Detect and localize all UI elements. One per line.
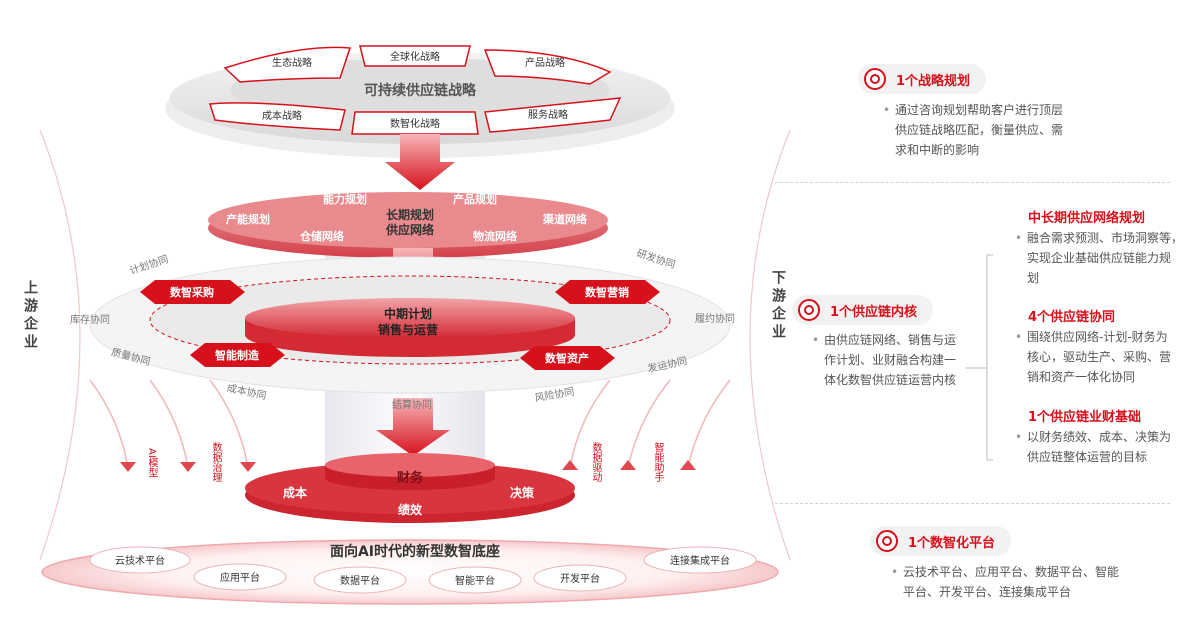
- network-label-capacity: 能力规划: [323, 192, 367, 206]
- finance-cost: 成本: [283, 485, 307, 500]
- legend-sub-2-title: 4个供应链协同: [1028, 310, 1116, 325]
- stream-data-governance: 数据治理: [210, 442, 221, 482]
- legend-strategy-label: 1个战略规划: [896, 73, 971, 89]
- downstream-label: 下游企业: [770, 270, 786, 342]
- legend-separator-1: [775, 182, 1170, 183]
- finance-connector: 结算协同: [392, 398, 432, 411]
- legend-platform-desc: 云技术平台、应用平台、数据平台、智能 平台、开发平台、连接集成平台: [891, 562, 1163, 602]
- core-center-line1: 中期计划: [384, 306, 432, 321]
- platform-ai: 智能平台: [455, 574, 495, 587]
- target-icon: [876, 530, 898, 552]
- strategy-tile-eco: 生态战略: [272, 56, 312, 69]
- ring-plan: 计划协同: [128, 252, 170, 277]
- strategy-title: 可持续供应链战略: [364, 82, 477, 99]
- network-center-line2: 供应网络: [385, 222, 434, 237]
- badge-marketing: 数智营销: [585, 285, 629, 299]
- legend-sub-1-desc: 融合需求预测、市场洞察等， 实现企业基础供应链能力规 划: [1015, 228, 1192, 288]
- legend-core-pill: 1个供应链内核: [792, 295, 934, 325]
- network-label-product: 产品规划: [453, 192, 497, 206]
- stream-smart-assistant: 智能助手: [652, 442, 663, 482]
- legend-platform-pill: 1个数智化平台: [870, 526, 1012, 556]
- network-label-logistics: 物流网络: [473, 229, 517, 243]
- finance-top: 财务: [397, 470, 424, 486]
- legend-separator-2: [775, 503, 1170, 504]
- legend-core-desc: 由供应链网络、销售与运 作计划、业财融合构建一 体化数智供应链运营内核: [812, 330, 984, 390]
- network-label-channel: 渠道网络: [543, 212, 587, 226]
- strategy-tile-cost: 成本战略: [262, 109, 302, 122]
- network-label-capacity-plan: 产能规划: [226, 212, 270, 226]
- finance-decision: 决策: [510, 485, 535, 500]
- legend-core-label: 1个供应链内核: [830, 304, 918, 320]
- legend-sub-1-title: 中长期供应网络规划: [1028, 211, 1146, 226]
- network-center-line1: 长期规划: [386, 207, 434, 222]
- upstream-label: 上游企业: [22, 280, 38, 352]
- legend-strategy-pill: 1个战略规划: [858, 64, 987, 94]
- strategy-tile-global: 全球化战略: [390, 50, 440, 63]
- platform-integration: 连接集成平台: [670, 554, 730, 567]
- legend-sub-2-desc: 围绕供应网络-计划-财务为 核心，驱动生产、采购、营 销和资产一体化协同: [1015, 327, 1192, 387]
- platform-title: 面向AI时代的新型数智底座: [330, 543, 500, 560]
- network-label-warehouse: 仓储网络: [299, 229, 344, 243]
- platform-cloud: 云技术平台: [115, 554, 165, 567]
- ring-fulfill: 履约协同: [695, 312, 735, 325]
- legend-sub-3-desc: 以财务绩效、成本、决策为 供应链整体运营的目标: [1015, 427, 1192, 467]
- badge-manufacturing: 智能制造: [215, 348, 260, 362]
- platform-dev: 开发平台: [560, 572, 600, 585]
- strategy-tile-product: 产品战略: [525, 56, 565, 69]
- ring-rnd: 研发协同: [635, 246, 677, 271]
- strategy-tile-service: 服务战略: [528, 108, 568, 121]
- diagram-graphic: 可持续供应链战略 生态战略 全球化战略 产品战略 成本战略 数智化战略 服务战略…: [39, 45, 791, 605]
- core-center-line2: 销售与运营: [378, 322, 438, 337]
- strategy-tile-digital: 数智化战略: [390, 117, 440, 130]
- platform-data: 数据平台: [340, 574, 380, 587]
- finance-performance: 绩效: [398, 502, 423, 517]
- legend-platform-label: 1个数智化平台: [908, 535, 996, 551]
- platform-app: 应用平台: [220, 571, 260, 584]
- badge-assets: 数智资产: [545, 351, 589, 365]
- target-icon: [864, 68, 886, 90]
- target-icon: [798, 299, 820, 321]
- ring-inventory: 库存协同: [70, 313, 110, 326]
- legend-sub-3-title: 1个供应链业财基础: [1028, 410, 1142, 425]
- stream-ai-model: AI模型: [146, 448, 157, 478]
- legend-strategy-desc: 通过咨询规划帮助客户进行顶层 供应链战略匹配，衡量供应、需 求和中断的影响: [883, 100, 1125, 160]
- legend-bracket: [965, 254, 993, 461]
- badge-procurement: 数智采购: [170, 285, 214, 299]
- stream-data-driven: 数据驱动: [590, 442, 601, 482]
